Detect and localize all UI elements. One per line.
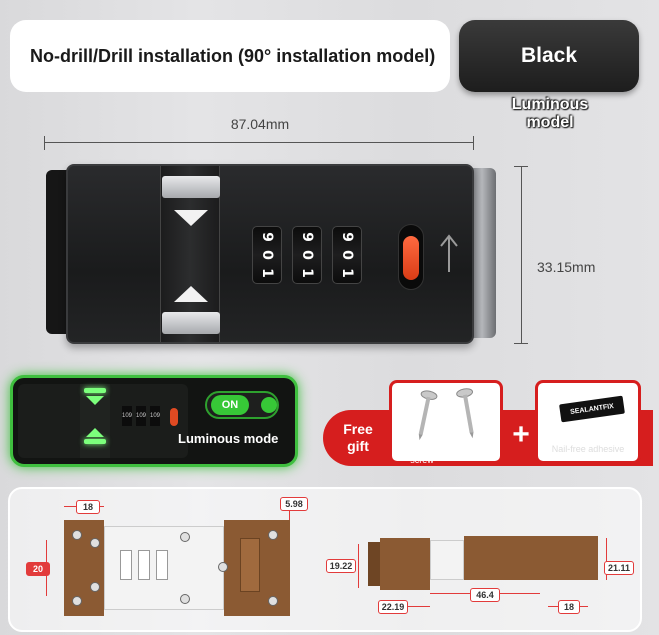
dial-digit: 9 bbox=[259, 232, 275, 242]
arrow-down-icon bbox=[174, 210, 208, 226]
toggle-on-label: ON bbox=[211, 395, 249, 415]
glow-arrow-up-icon bbox=[86, 428, 104, 437]
dim-line bbox=[358, 544, 359, 588]
front-view-left-plate bbox=[64, 520, 104, 616]
combination-dial[interactable]: 9 0 1 bbox=[252, 226, 282, 284]
screw-hole bbox=[90, 582, 100, 592]
side-view-cap bbox=[368, 542, 380, 586]
mini-dial: 109 bbox=[150, 406, 160, 426]
screw-hole bbox=[218, 562, 228, 572]
dial-digit: 0 bbox=[339, 250, 355, 260]
free-gift-label: Free gift bbox=[343, 421, 373, 454]
dial-digit: 9 bbox=[339, 232, 355, 242]
lock-clip-bottom bbox=[162, 312, 220, 334]
screw-hole bbox=[72, 596, 82, 606]
page-title: No-drill/Drill installation (90° install… bbox=[10, 20, 450, 92]
adhesive-caption: Nail-free adhesive bbox=[551, 444, 625, 454]
slide-up-arrow-icon bbox=[440, 234, 458, 272]
front-view-dial bbox=[120, 550, 132, 580]
width-dimension-tick bbox=[44, 136, 45, 150]
lock-clip-top bbox=[162, 176, 220, 198]
width-dimension-tick bbox=[473, 136, 474, 150]
height-dimension-label: 33.15mm bbox=[537, 259, 596, 275]
front-view-dial bbox=[138, 550, 150, 580]
screw-icon bbox=[418, 388, 474, 441]
glow-arrow-down-icon bbox=[86, 396, 104, 405]
width-dimension-label: 87.04mm bbox=[230, 116, 290, 132]
front-left-dim: 20 bbox=[26, 562, 50, 576]
dial-digit: 1 bbox=[299, 268, 315, 278]
side-bottom-right-dim: 18 bbox=[558, 600, 580, 614]
front-view-latch bbox=[240, 538, 260, 592]
color-option-button[interactable]: Black bbox=[459, 20, 639, 92]
screw-hole bbox=[90, 538, 100, 548]
slider-knob[interactable] bbox=[403, 236, 419, 280]
front-view-dial bbox=[156, 550, 168, 580]
mini-dial: 109 bbox=[122, 406, 132, 426]
arrow-up-icon bbox=[174, 286, 208, 302]
dial-digit: 0 bbox=[299, 250, 315, 260]
model-note: Luminous model bbox=[511, 96, 589, 131]
glow-bar-bottom bbox=[84, 439, 106, 444]
mini-slider-knob bbox=[170, 408, 178, 426]
front-top-dim: 18 bbox=[76, 500, 100, 514]
height-dimension-tick bbox=[514, 343, 528, 344]
screw-hole bbox=[180, 532, 190, 542]
dial-digit: 9 bbox=[299, 232, 315, 242]
luminous-mode-label: Luminous mode bbox=[178, 431, 279, 446]
side-view-block bbox=[380, 538, 430, 590]
dial-digit: 1 bbox=[339, 268, 355, 278]
combination-dial[interactable]: 9 0 1 bbox=[292, 226, 322, 284]
combination-dial[interactable]: 9 0 1 bbox=[332, 226, 362, 284]
side-left-dim: 19.22 bbox=[326, 559, 356, 573]
width-dimension-line bbox=[44, 142, 474, 143]
luminous-toggle[interactable]: ON bbox=[205, 391, 279, 419]
side-view-plate bbox=[464, 536, 598, 580]
screw-hole bbox=[72, 530, 82, 540]
side-middle-dim: 46.4 bbox=[470, 588, 500, 602]
glow-bar-top bbox=[84, 388, 106, 393]
moon-icon bbox=[261, 397, 277, 413]
plus-icon: + bbox=[512, 418, 530, 451]
dial-digit: 1 bbox=[259, 268, 275, 278]
height-dimension-line bbox=[521, 166, 522, 344]
mini-dial: 109 bbox=[136, 406, 146, 426]
dim-line bbox=[289, 506, 290, 520]
height-dimension-tick bbox=[514, 166, 528, 167]
dim-line bbox=[606, 538, 607, 580]
gift-adhesive-card bbox=[535, 380, 641, 464]
side-right-dim: 21.11 bbox=[604, 561, 634, 575]
side-view-window bbox=[430, 540, 464, 580]
screw-hole bbox=[180, 594, 190, 604]
screw-hole bbox=[268, 596, 278, 606]
side-bottom-left-dim: 22.19 bbox=[378, 600, 408, 614]
dial-digit: 0 bbox=[259, 250, 275, 260]
screw-caption: screw bbox=[410, 455, 434, 465]
front-top-right-dim: 5.98 bbox=[280, 497, 308, 511]
gift-screw-card bbox=[389, 380, 503, 464]
screw-hole bbox=[268, 530, 278, 540]
